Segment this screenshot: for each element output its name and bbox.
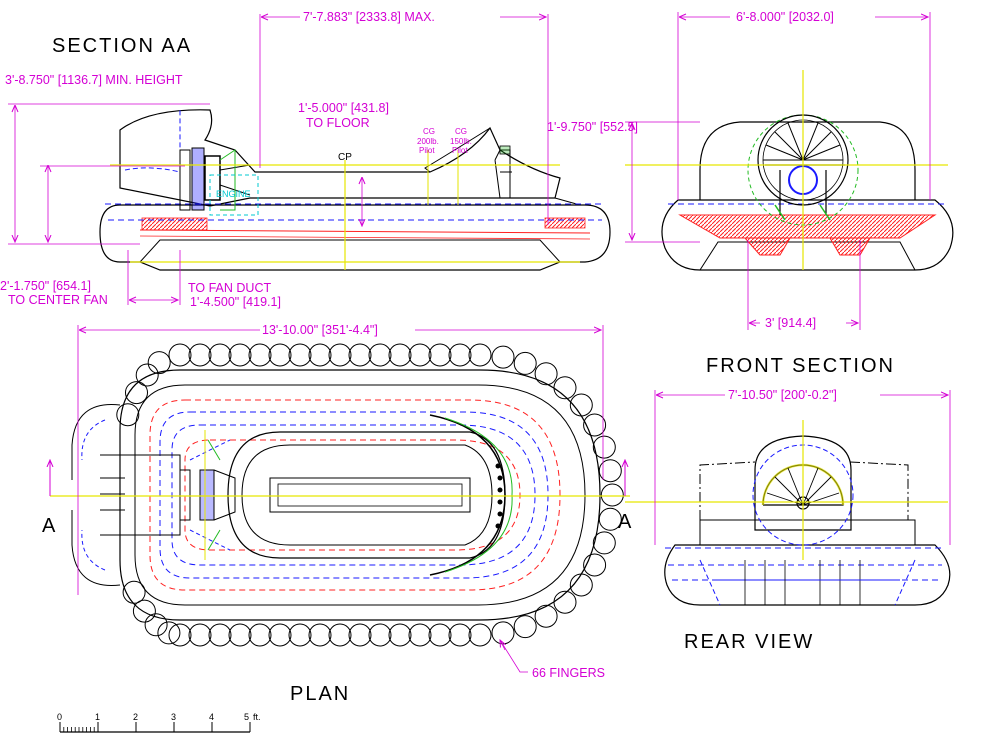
scale-tick-0: 0	[57, 712, 62, 722]
section-aa-view: ENGINE 7'-7.883" [2333.8] MAX. SECTION A…	[0, 10, 638, 309]
skirt-finger	[132, 599, 156, 623]
front-section-view: 6'-8.000" [2032.0] 3' [914.4] FRONT SECT…	[625, 10, 954, 377]
height-right-dim: 1'-9.750" [552.5]	[547, 120, 638, 134]
scale-tick-4: 4	[209, 712, 214, 722]
fan-duct-label: TO FAN DUCT	[188, 281, 271, 295]
center-fan-dim: 2'-1.750" [654.1]	[0, 279, 91, 293]
skirt-finger	[157, 621, 181, 645]
skirt-finger	[368, 623, 392, 647]
skirt-finger	[288, 343, 312, 367]
scale-tick-3: 3	[171, 712, 176, 722]
section-a-right: A	[618, 511, 633, 533]
fingers-label: 66 FINGERS	[532, 666, 605, 680]
skirt-finger	[368, 343, 392, 367]
skirt-finger	[592, 435, 616, 459]
skirt-finger	[188, 343, 212, 367]
fan-duct-dim: 1'-4.500" [419.1]	[190, 295, 281, 309]
skirt-finger	[248, 343, 272, 367]
cg2-pilot: Pilot	[452, 146, 468, 155]
cg2-label: CG	[455, 127, 467, 136]
skirt-finger	[534, 362, 558, 386]
skirt-finger	[288, 623, 312, 647]
skirt-finger	[408, 343, 432, 367]
skirt-finger	[147, 351, 171, 375]
skirt-finger	[491, 621, 515, 645]
plan-view: A A 13'-10.00" [351'-4.4"] 66 FINGERS PL…	[42, 323, 633, 705]
skirt-finger	[388, 623, 412, 647]
skirt-finger	[248, 623, 272, 647]
skirt-finger	[428, 343, 452, 367]
cg1-pilot: Pilot	[419, 146, 435, 155]
skirt-finger	[468, 623, 492, 647]
cp-label: CP	[338, 152, 352, 163]
skirt-finger	[268, 343, 292, 367]
skirt-finger	[513, 351, 537, 375]
scale-unit: ft.	[253, 712, 261, 722]
skirt-finger	[308, 623, 332, 647]
skirt-finger	[116, 403, 140, 427]
rear-view: 7'-10.50" [200'-0.2"] REAR VIEW	[625, 388, 951, 653]
scale-bar: 0 1 2 3 4 5 ft.	[57, 712, 261, 733]
skirt-finger	[388, 343, 412, 367]
center-fan-label: TO CENTER FAN	[8, 293, 108, 307]
skirt-finger	[583, 413, 607, 437]
skirt-finger	[125, 381, 148, 405]
cg1-weight: 200lb.	[417, 137, 439, 146]
skirt-finger	[188, 623, 212, 647]
skirt-finger	[348, 623, 372, 647]
skirt-finger	[583, 553, 607, 577]
skirt-finger	[228, 343, 252, 367]
scale-tick-5: 5	[244, 712, 249, 722]
skirt-finger	[468, 343, 492, 367]
skirt-finger	[144, 613, 168, 637]
to-floor-dim-label: TO FLOOR	[306, 116, 370, 130]
skirt-finger	[208, 343, 232, 367]
skirt-finger	[208, 623, 232, 647]
plan-length-dim: 13'-10.00" [351'-4.4"]	[262, 323, 378, 337]
front-width-dim: 6'-8.000" [2032.0]	[736, 10, 834, 24]
skirt-finger	[308, 343, 332, 367]
skirt-finger	[135, 363, 159, 387]
skirt-finger	[448, 343, 472, 367]
scale-tick-2: 2	[133, 712, 138, 722]
skirt-finger	[328, 623, 352, 647]
max-length-dim: 7'-7.883" [2333.8] MAX.	[303, 10, 435, 24]
cg2-weight: 150lb.	[450, 137, 472, 146]
skirt-finger	[513, 615, 537, 639]
skirt-finger	[534, 604, 558, 628]
cg1-label: CG	[423, 127, 435, 136]
skirt-finger	[553, 590, 577, 614]
skirt-finger	[600, 483, 624, 507]
skirt-finger	[268, 623, 292, 647]
section-aa-title: SECTION AA	[52, 35, 192, 57]
to-floor-dim: 1'-5.000" [431.8]	[298, 101, 389, 115]
skirt-finger	[348, 343, 372, 367]
plan-title: PLAN	[290, 683, 350, 705]
skirt-finger	[168, 343, 192, 367]
rear-width-dim: 7'-10.50" [200'-0.2"]	[728, 388, 837, 402]
skirt-finger	[448, 623, 472, 647]
front-3ft-dim: 3' [914.4]	[765, 316, 816, 330]
front-section-title: FRONT SECTION	[706, 355, 895, 377]
min-height-dim: 3'-8.750" [1136.7] MIN. HEIGHT	[5, 73, 183, 87]
rear-view-title: REAR VIEW	[684, 631, 814, 653]
engine-label: ENGINE	[216, 189, 251, 199]
skirt-finger	[428, 623, 452, 647]
skirt-finger	[408, 623, 432, 647]
section-a-left: A	[42, 515, 57, 537]
skirt-finger	[491, 345, 515, 369]
skirt-finger	[328, 343, 352, 367]
skirt-finger	[228, 623, 252, 647]
skirt-finger	[553, 376, 577, 400]
skirt-finger	[168, 623, 192, 647]
scale-tick-1: 1	[95, 712, 100, 722]
skirt-finger	[592, 531, 616, 555]
